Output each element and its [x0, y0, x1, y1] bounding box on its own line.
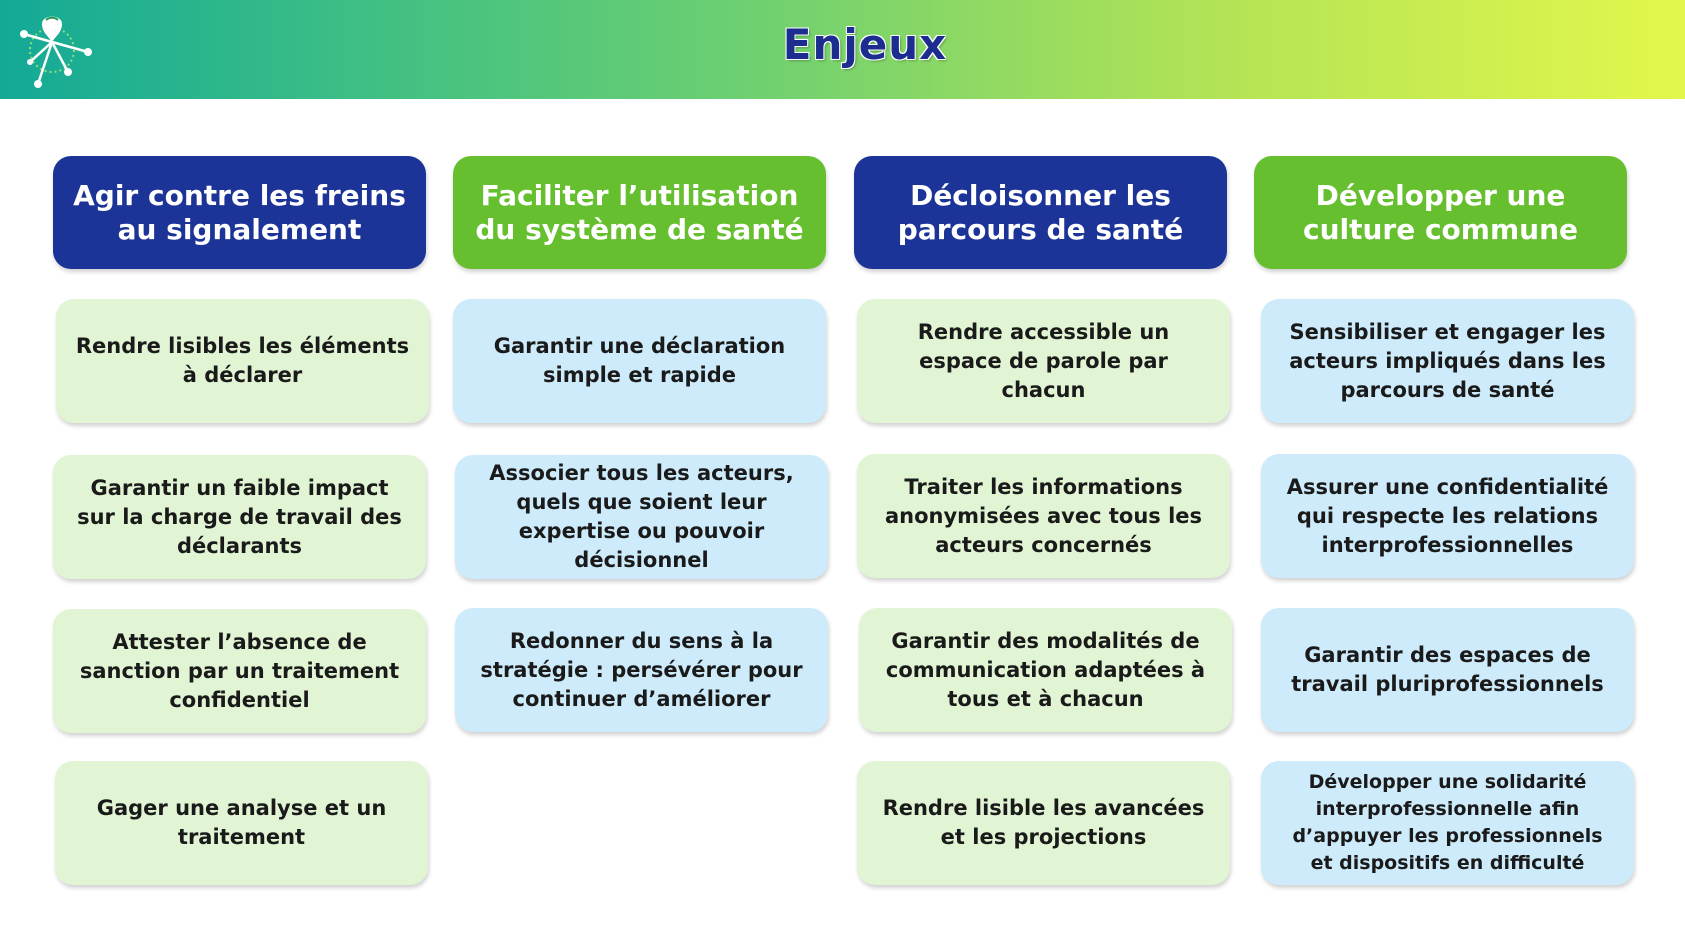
column-2-item-3: Redonner du sens à la stratégie : persév… [455, 608, 828, 732]
column-2-item-1: Garantir une déclaration simple et rapid… [453, 299, 826, 423]
column-4-item-2: Assurer une confidentialité qui respecte… [1261, 454, 1634, 578]
column-3-item-2: Traiter les informations anonymisées ave… [857, 454, 1230, 578]
column-3-item-3: Garantir des modalités de communication … [859, 608, 1232, 732]
column-4-item-3: Garantir des espaces de travail pluripro… [1261, 608, 1634, 732]
page-title: Enjeux [782, 20, 948, 69]
organization-logo-icon [20, 16, 92, 88]
column-4-item-4: Développer une solidarité interprofessio… [1261, 761, 1634, 885]
column-3-item-4: Rendre lisible les avancées et les proje… [857, 761, 1230, 885]
column-heading-4: Développer une culture commune [1254, 156, 1627, 269]
title-banner: Enjeux [0, 0, 1685, 99]
column-1-item-4: Gager une analyse et un traitement [55, 761, 428, 885]
column-heading-1: Agir contre les freins au signalement [53, 156, 426, 269]
column-heading-2: Faciliter l’utilisation du système de sa… [453, 156, 826, 269]
column-1-item-2: Garantir un faible impact sur la charge … [53, 455, 426, 579]
column-heading-3: Décloisonner les parcours de santé [854, 156, 1227, 269]
column-3-item-1: Rendre accessible un espace de parole pa… [857, 299, 1230, 423]
column-1-item-3: Attester l’absence de sanction par un tr… [53, 609, 426, 733]
column-1-item-1: Rendre lisibles les éléments à déclarer [56, 299, 429, 423]
column-2-item-2: Associer tous les acteurs, quels que soi… [455, 455, 828, 579]
column-4-item-1: Sensibiliser et engager les acteurs impl… [1261, 299, 1634, 423]
